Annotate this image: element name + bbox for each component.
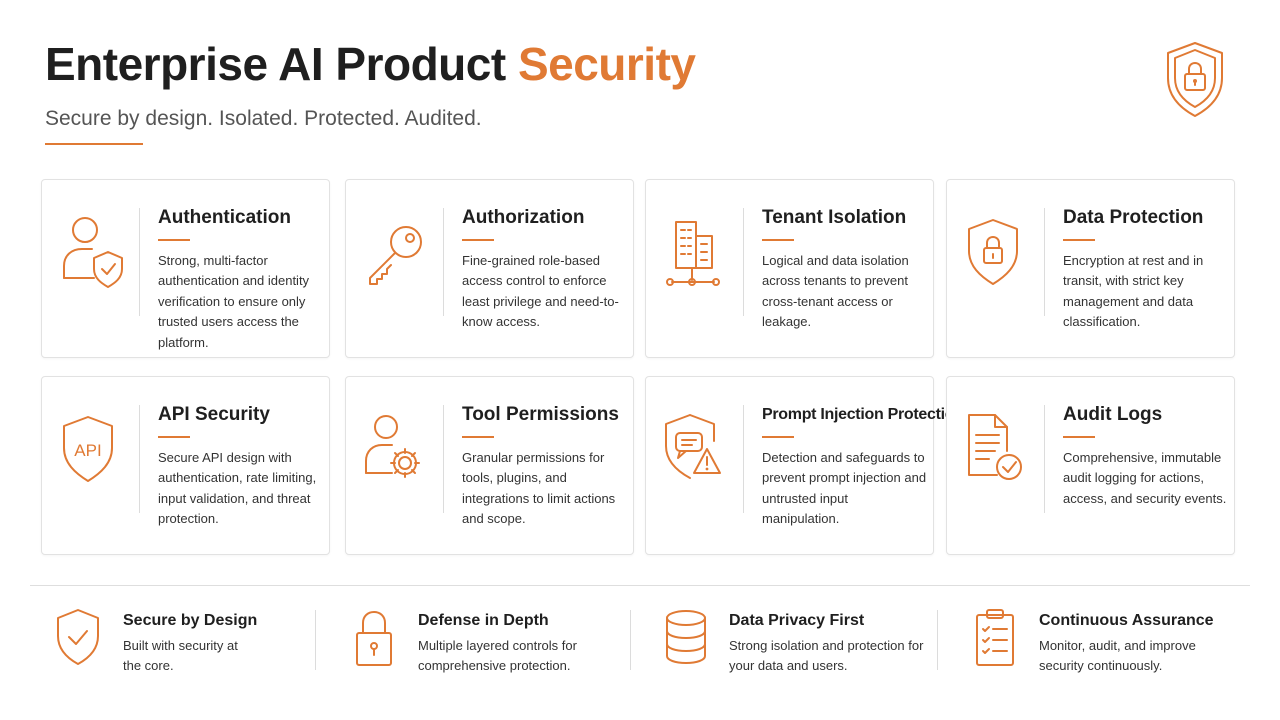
card-description: Fine-grained role-based access control t…: [462, 253, 619, 330]
card-accent-bar: [762, 239, 794, 241]
card-accent-bar: [462, 436, 494, 438]
card-description: Logical and data isolation across tenant…: [762, 253, 909, 330]
card-divider: [1044, 405, 1045, 513]
page-title-accent: Security: [517, 38, 696, 90]
card-api-security: API API Security Secure API design with …: [41, 376, 330, 555]
title-underline: [45, 143, 143, 145]
user-gear-icon: [362, 411, 434, 491]
padlock-icon: [353, 607, 403, 669]
key-icon: [362, 214, 434, 294]
card-title: Tool Permissions: [462, 404, 619, 425]
feature-description: Built with security at the core.: [123, 638, 238, 673]
card-title: Authentication: [158, 207, 291, 228]
clipboard-checklist-icon: [974, 607, 1024, 669]
database-icon: [664, 607, 714, 669]
feature-description: Strong isolation and protection for your…: [729, 638, 924, 673]
feature-title: Secure by Design: [123, 612, 258, 629]
feature-title: Continuous Assurance: [1039, 612, 1214, 629]
card-title: Prompt Injection Protection: [762, 406, 964, 423]
feature-data-privacy-first: Data Privacy First Strong isolation and …: [664, 607, 934, 677]
card-description: Secure API design with authentication, r…: [158, 450, 317, 527]
api-icon-label: API: [74, 441, 101, 460]
card-accent-bar: [762, 436, 794, 438]
card-divider: [443, 208, 444, 316]
user-shield-icon: [58, 214, 130, 294]
feature-separator: [937, 610, 938, 670]
feature-separator: [315, 610, 316, 670]
feature-secure-by-design: Secure by Design Built with security at …: [55, 607, 305, 677]
card-audit-logs: Audit Logs Comprehensive, immutable audi…: [946, 376, 1235, 555]
card-authentication: Authentication Strong, multi-factor auth…: [41, 179, 330, 358]
card-description: Comprehensive, immutable audit logging f…: [1063, 450, 1227, 506]
card-accent-bar: [1063, 239, 1095, 241]
card-accent-bar: [158, 239, 190, 241]
card-title: API Security: [158, 404, 270, 425]
card-prompt-injection-protection: Prompt Injection Protection Detection an…: [645, 376, 964, 555]
card-title: Authorization: [462, 207, 585, 228]
card-tenant-isolation: Tenant Isolation Logical and data isolat…: [645, 179, 934, 358]
card-divider: [139, 208, 140, 316]
feature-continuous-assurance: Continuous Assurance Monitor, audit, and…: [974, 607, 1244, 677]
card-accent-bar: [462, 239, 494, 241]
shield-warning-icon: [662, 411, 734, 491]
shield-lock-icon: [963, 214, 1035, 294]
card-accent-bar: [158, 436, 190, 438]
card-divider: [743, 405, 744, 513]
feature-title: Data Privacy First: [729, 612, 865, 629]
card-authorization: Authorization Fine-grained role-based ac…: [345, 179, 634, 358]
api-shield-icon: API: [58, 411, 130, 491]
card-title: Tenant Isolation: [762, 207, 907, 228]
card-title: Data Protection: [1063, 207, 1204, 228]
card-description: Strong, multi-factor authentication and …: [158, 253, 310, 350]
section-divider: [30, 585, 1250, 586]
page-header: Enterprise AI Product Security Secure by…: [45, 36, 1045, 132]
card-description: Detection and safeguards to prevent prom…: [762, 450, 927, 527]
page-title: Enterprise AI Product Security: [45, 36, 1045, 92]
card-divider: [1044, 208, 1045, 316]
page-title-main: Enterprise AI Product: [45, 38, 506, 90]
card-divider: [443, 405, 444, 513]
card-description: Granular permissions for tools, plugins,…: [462, 450, 616, 527]
feature-defense-in-depth: Defense in Depth Multiple layered contro…: [353, 607, 623, 677]
page-subtitle: Secure by design. Isolated. Protected. A…: [45, 107, 482, 130]
buildings-network-icon: [662, 214, 734, 294]
feature-description: Monitor, audit, and improve security con…: [1039, 638, 1196, 673]
shield-check-icon: [55, 607, 105, 669]
shield-lock-icon: [1164, 40, 1226, 120]
feature-title: Defense in Depth: [418, 612, 549, 629]
card-accent-bar: [1063, 436, 1095, 438]
card-tool-permissions: Tool Permissions Granular permissions fo…: [345, 376, 634, 555]
feature-separator: [630, 610, 631, 670]
card-divider: [139, 405, 140, 513]
document-check-icon: [963, 411, 1035, 491]
card-title: Audit Logs: [1063, 404, 1163, 425]
card-data-protection: Data Protection Encryption at rest and i…: [946, 179, 1235, 358]
feature-description: Multiple layered controls for comprehens…: [418, 638, 577, 673]
card-description: Encryption at rest and in transit, with …: [1063, 253, 1204, 330]
card-divider: [743, 208, 744, 316]
